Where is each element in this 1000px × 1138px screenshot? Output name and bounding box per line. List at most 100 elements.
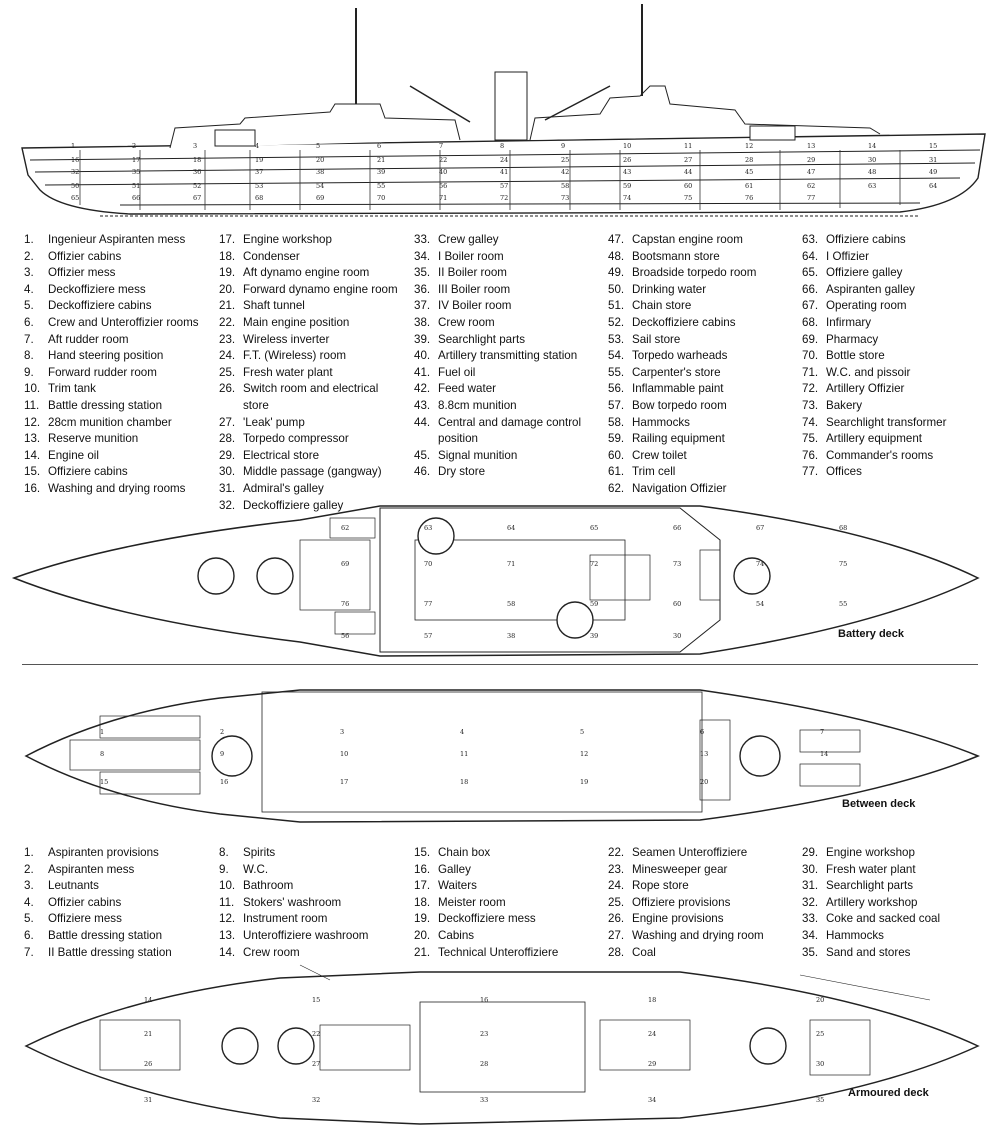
legend-item: 24.F.T. (Wireless) room (219, 348, 398, 365)
legend-item-number: 1. (24, 846, 34, 859)
legend-item: 45. Signal munition (414, 448, 581, 465)
drawing-number-label: 65 (590, 524, 599, 532)
legend-item-number: 3. (24, 266, 34, 280)
legend-item-number: 14. (219, 945, 236, 959)
battery-deck-outline (11, 505, 980, 657)
armoured-deck-plan (24, 964, 980, 1125)
drawing-number-label: 54 (756, 600, 765, 608)
legend-item: 32.Artillery workshop (802, 895, 940, 912)
legend-item: 30.Middle passage (gangway) (219, 464, 398, 481)
legend-item-number: 67. (802, 299, 819, 313)
drawing-number-label: 57 (500, 182, 509, 190)
legend-item-number: 45. (414, 448, 431, 462)
legend-item: 61.Trim cell (608, 464, 756, 481)
legend-item-number: 18. (219, 249, 236, 263)
legend-item-label: Searchlight parts (826, 879, 913, 893)
legend-item-number: 12. (24, 415, 41, 429)
legend-item: 4.Deckoffiziere mess (24, 282, 199, 299)
compartment-dividers (79, 150, 901, 210)
drawing-number-label: 5 (316, 142, 321, 150)
legend-item-label: Spirits (243, 846, 276, 859)
drawing-number-label: 15 (929, 142, 938, 150)
drawing-number-label: 27 (312, 1060, 321, 1068)
legend-item-label: Signal munition (438, 448, 518, 462)
legend-item-label: Galley (438, 862, 471, 876)
legend-item: 49.Broadside torpedo room (608, 265, 756, 282)
legend-item-label: Offizier cabins (48, 249, 122, 263)
drawing-number-label: 52 (193, 182, 202, 190)
legend-item: 16.Galley (414, 862, 558, 879)
legend-item-label: Battle dressing station (48, 928, 163, 942)
legend-item: 11.Stokers' washroom (219, 895, 368, 912)
drawing-number-label: 16 (220, 778, 229, 786)
legend-item: 52.Deckoffiziere cabins (608, 315, 756, 332)
legend-item-label: Fresh water plant (243, 365, 333, 379)
legend-item-label: Artillery transmitting station (438, 349, 578, 363)
drawing-number-label: 34 (648, 1096, 657, 1104)
legend-item-label: Drinking water (632, 282, 707, 296)
legend-item-number: 64. (802, 249, 819, 263)
legend-item: 26.Engine provisions (608, 911, 764, 928)
legend-item-label: 'Leak' pump (243, 415, 305, 429)
legend-item-number: 41. (414, 365, 431, 379)
legend-item: 17.Engine workshop (219, 232, 398, 249)
battery-deck-plan (11, 505, 980, 657)
drawing-number-label: 10 (623, 142, 632, 150)
legend-item-number: 51. (608, 299, 625, 313)
legend-item-label: Commander's rooms (826, 448, 934, 462)
drawing-number-label: 69 (316, 194, 325, 202)
armoured-callout-lines (299, 964, 931, 1001)
legend-item-label: Hand steering position (48, 349, 164, 363)
legend-item: 2.Aspiranten mess (24, 862, 172, 879)
legend-item-number: 43. (414, 398, 431, 412)
drawing-number-label: 66 (132, 194, 141, 202)
legend-item-label: W.C. (243, 862, 269, 876)
legend-item: 46.Dry store (414, 464, 581, 481)
drawing-number-label: 14 (144, 996, 153, 1004)
legend-item: 18.Condenser (219, 249, 398, 266)
legend-item: 12.Instrument room (219, 911, 368, 928)
legend-item-label: Switch room and electrical (243, 382, 379, 396)
legend-item-number: 55. (608, 365, 625, 379)
legend-item-label: Offiziere provisions (632, 895, 731, 909)
legend-item: 31.Admiral's galley (219, 481, 398, 498)
drawing-number-label: 21 (377, 156, 386, 164)
legend-item-label: Shaft tunnel (243, 299, 305, 313)
legend-item-number: 21. (414, 945, 431, 959)
legend-item-label: Reserve munition (48, 432, 139, 446)
legend-item-label: store (243, 398, 269, 412)
legend-item-number: 69. (802, 332, 819, 346)
legend-item-number: 13. (24, 432, 41, 446)
legend-item-number: 2. (24, 249, 34, 263)
legend-item-number: 32. (802, 895, 819, 909)
legend-item-number: 8. (24, 349, 34, 363)
legend-item-label: Cabins (438, 928, 475, 942)
legend-item-label: Unteroffiziere washroom (243, 928, 369, 942)
legend-item-number: 5. (24, 299, 34, 313)
legend-item: 27.'Leak' pump (219, 415, 398, 432)
legend-item-number: 31. (219, 481, 236, 495)
legend-item-number: 4. (24, 282, 34, 296)
legend-item: 15.Chain box (414, 845, 558, 862)
legend-item: 73.Bakery (802, 398, 947, 415)
legend-item: 21.Shaft tunnel (219, 298, 398, 315)
legend-item-label: Forward rudder room (48, 365, 157, 379)
drawing-number-label: 75 (839, 560, 848, 568)
legend-item-label: Capstan engine room (632, 233, 743, 246)
legend-item-label: Coke and sacked coal (826, 912, 941, 926)
legend-item-label: Technical Unteroffiziere (438, 945, 559, 959)
drawing-number-label: 74 (756, 560, 765, 568)
legend-item-number: 10. (24, 382, 41, 396)
legend-item: 41.Fuel oil (414, 365, 581, 382)
legend-item-label: Middle passage (gangway) (243, 465, 382, 479)
legend-item-label: Offiziere mess (48, 912, 122, 926)
legend-item-number: 24. (219, 349, 236, 363)
legend-item-label: Aft rudder room (48, 332, 129, 346)
aft-turret (214, 129, 256, 147)
legend-item-label: Bathroom (243, 879, 294, 893)
